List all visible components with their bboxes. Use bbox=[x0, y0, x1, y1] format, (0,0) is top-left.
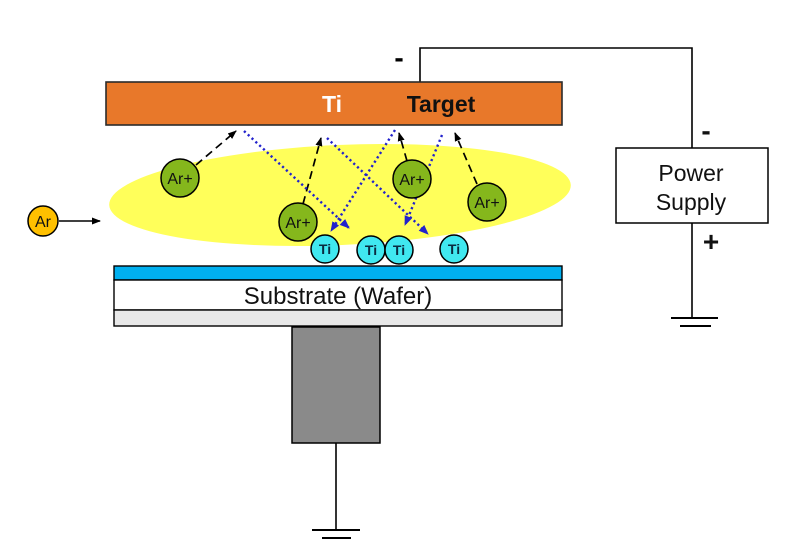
ion-bombardment-arrow bbox=[195, 130, 237, 166]
ti-atom-label: Ti bbox=[393, 242, 405, 258]
ti-atom bbox=[310, 234, 340, 264]
ion-bombardment-arrow bbox=[302, 137, 323, 205]
argon-atom bbox=[27, 205, 59, 237]
ti-atom-label: Ti bbox=[365, 242, 377, 258]
power-supply-label-line1: Power bbox=[658, 160, 724, 186]
pedestal-ground-symbol bbox=[312, 443, 360, 539]
power-supply-box bbox=[615, 147, 769, 224]
argon-ions: Ar+ Ar+ Ar+ Ar+ bbox=[160, 158, 507, 242]
argon-ion-label: Ar+ bbox=[399, 172, 424, 189]
argon-atom-label: Ar bbox=[35, 214, 52, 231]
argon-ion bbox=[467, 182, 507, 222]
ion-bombardment-arrow bbox=[454, 132, 478, 185]
supply-negative-terminal-label: - bbox=[701, 115, 710, 146]
target-material-label: Ti bbox=[322, 91, 342, 117]
deposited-ti-atoms: Ti Ti Ti Ti bbox=[310, 234, 469, 265]
ti-atom bbox=[384, 235, 414, 265]
pedestal bbox=[291, 326, 381, 444]
substrate-film-layer bbox=[113, 265, 563, 281]
ti-atom bbox=[439, 234, 469, 264]
argon-ion-label: Ar+ bbox=[474, 195, 499, 212]
ti-atom-label: Ti bbox=[448, 241, 460, 257]
substrate-holder-layer bbox=[113, 309, 563, 327]
sputtered-atom-arrow bbox=[329, 129, 397, 232]
substrate-stack: Substrate (Wafer) bbox=[113, 265, 563, 327]
substrate-wafer-layer bbox=[113, 279, 563, 311]
argon-ion bbox=[278, 202, 318, 242]
ion-bombardment-arrows bbox=[195, 130, 478, 205]
argon-ion bbox=[392, 159, 432, 199]
plasma-ellipse bbox=[109, 144, 571, 246]
target-name-label: Target bbox=[407, 91, 476, 117]
ion-bombardment-arrow bbox=[397, 132, 408, 162]
power-supply-label-line2: Supply bbox=[656, 189, 727, 215]
supply-positive-terminal-label: + bbox=[703, 226, 719, 257]
wire-target-to-supply bbox=[419, 47, 693, 148]
argon-ion-label: Ar+ bbox=[167, 171, 192, 188]
argon-ion bbox=[160, 158, 200, 198]
substrate-label: Substrate (Wafer) bbox=[244, 283, 433, 310]
supply-ground-symbol bbox=[671, 223, 718, 327]
target-bar bbox=[105, 81, 563, 126]
argon-ion-label: Ar+ bbox=[285, 215, 310, 232]
target-negative-terminal-label: - bbox=[394, 42, 403, 73]
ti-atom-label: Ti bbox=[319, 241, 331, 257]
